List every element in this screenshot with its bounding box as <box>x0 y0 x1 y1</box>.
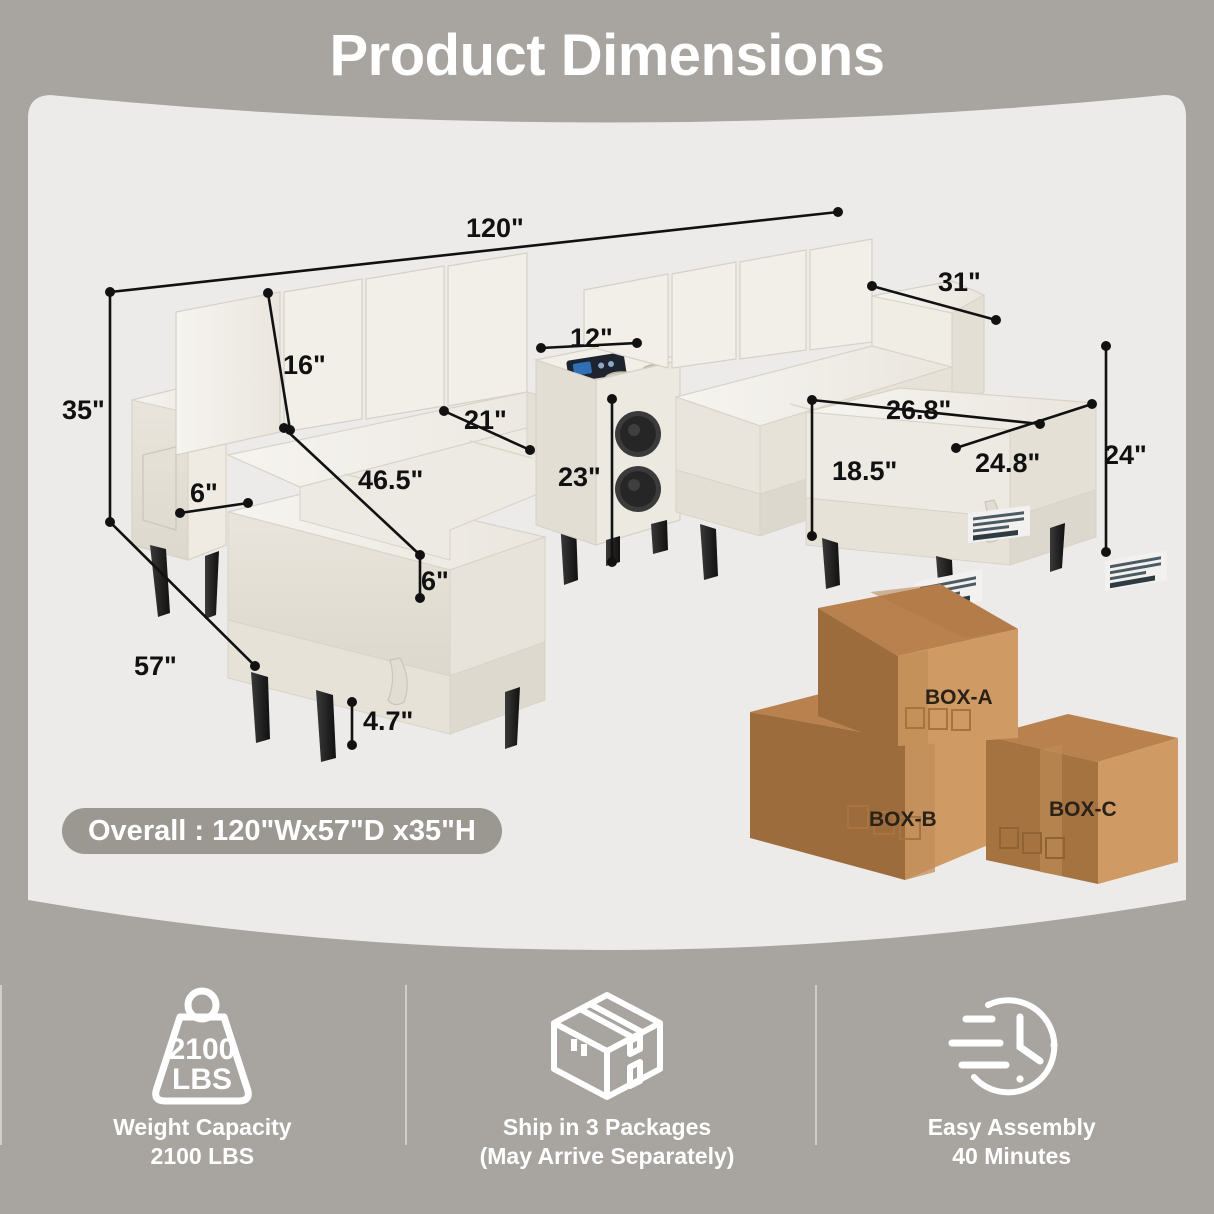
dim-label-console-width: 12" <box>570 323 613 353</box>
dim-label-depth-arm: 31" <box>938 267 981 297</box>
dim-label-ottoman-top: 26.8" <box>886 395 952 425</box>
dim-label-seat-depth: 21" <box>464 405 507 435</box>
feature-divider-left <box>405 985 407 1145</box>
dim-label-width-overall: 120" <box>466 213 524 243</box>
dim-label-console-height: 23" <box>558 462 601 492</box>
overall-dimensions-badge: Overall : 120"Wx57"D x35"H <box>62 808 502 854</box>
feature-assembly-label: Easy Assembly 40 Minutes <box>928 1113 1096 1172</box>
feature-shipping-label: Ship in 3 Packages (May Arrive Separatel… <box>480 1113 735 1172</box>
feature-weight-line1: Weight Capacity <box>113 1114 292 1140</box>
fast-clock-icon <box>944 987 1080 1105</box>
feature-shipping-packages: Ship in 3 Packages (May Arrive Separatel… <box>405 975 810 1172</box>
dim-label-height-overall: 35" <box>62 395 105 425</box>
weight-icon-unit: LBS <box>172 1063 232 1096</box>
feature-weight-capacity: 2100 LBS Weight Capacity 2100 LBS <box>0 975 405 1172</box>
package-box-icon <box>544 987 670 1105</box>
feature-shipping-line2: (May Arrive Separately) <box>479 1143 735 1170</box>
feature-weight-label: Weight Capacity 2100 LBS <box>113 1113 292 1172</box>
feature-assembly-line1: Easy Assembly <box>927 1114 1096 1140</box>
box-c-shape <box>986 550 1178 884</box>
product-diagram: 120" 31" 35" 16" 12" 21" 46.5" 23" 6" 26… <box>62 207 1178 884</box>
dim-label-leg-height: 4.7" <box>363 706 414 736</box>
feature-easy-assembly: Easy Assembly 40 Minutes <box>809 975 1214 1172</box>
sofa-illustration <box>131 238 1097 762</box>
feature-divider-1 <box>0 985 2 1145</box>
box-a-label: BOX-A <box>925 686 993 709</box>
box-b-label: BOX-B <box>869 808 937 831</box>
box-c-label: BOX-C <box>1049 798 1117 821</box>
box-a-shape <box>818 505 1030 746</box>
feature-divider-right <box>815 985 817 1145</box>
weight-icon-value: 2100 <box>169 1033 236 1066</box>
dim-label-arm-width: 6" <box>190 478 218 508</box>
feature-strip: 2100 LBS Weight Capacity 2100 LBS <box>0 975 1214 1214</box>
dim-label-chaise-height: 24" <box>1104 440 1147 470</box>
sofa-center-console <box>533 342 683 566</box>
sofa-left-chaise <box>227 486 548 762</box>
dim-label-seat-height: 6" <box>421 566 449 596</box>
dim-label-ottoman-height: 18.5" <box>832 456 898 486</box>
shipping-boxes-illustration <box>750 505 1178 884</box>
page-title: Product Dimensions <box>329 23 885 88</box>
weight-icon: 2100 LBS <box>136 987 268 1105</box>
feature-shipping-line1: Ship in 3 Packages <box>502 1114 712 1140</box>
dim-label-ottoman-side: 24.8" <box>975 448 1041 478</box>
dim-label-total-depth: 57" <box>134 651 177 681</box>
feature-weight-line2: 2100 LBS <box>150 1143 255 1170</box>
dim-label-backrest: 16" <box>283 350 326 380</box>
feature-assembly-line2: 40 Minutes <box>952 1143 1072 1170</box>
dimension-lines <box>105 207 1111 750</box>
dim-label-seat-width: 46.5" <box>358 465 424 495</box>
